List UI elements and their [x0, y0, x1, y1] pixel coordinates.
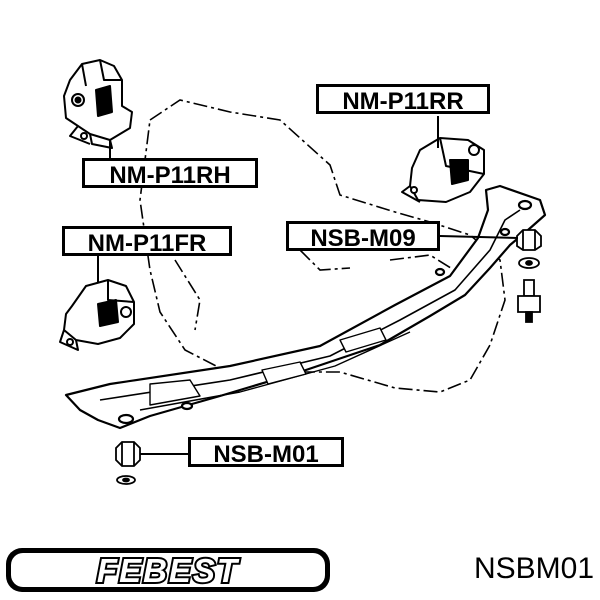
label-nm-p11rr: NM-P11RR	[316, 84, 490, 115]
hardware-nsb-m09-drawing	[516, 229, 542, 323]
crossmember	[64, 184, 547, 430]
leader-lines	[97, 116, 519, 455]
label-nsb-m09: NSB-M09	[286, 221, 440, 252]
label-nm-p11fr: NM-P11FR	[62, 226, 232, 257]
mount-nm-p11rh-drawing	[63, 59, 133, 149]
mount-nm-p11fr-drawing	[59, 279, 135, 351]
label-nm-p11rh: NM-P11RH	[82, 158, 258, 189]
mount-nm-p11rr-drawing	[401, 137, 485, 203]
label-nsb-m01: NSB-M01	[188, 437, 344, 468]
svg-text:FEBEST: FEBEST	[97, 552, 240, 589]
hardware-nsb-m01-drawing	[115, 441, 141, 485]
engine-block-outline	[139, 99, 506, 393]
part-number: NSBM01	[473, 552, 594, 585]
febest-logo: FEBEST	[6, 548, 330, 592]
